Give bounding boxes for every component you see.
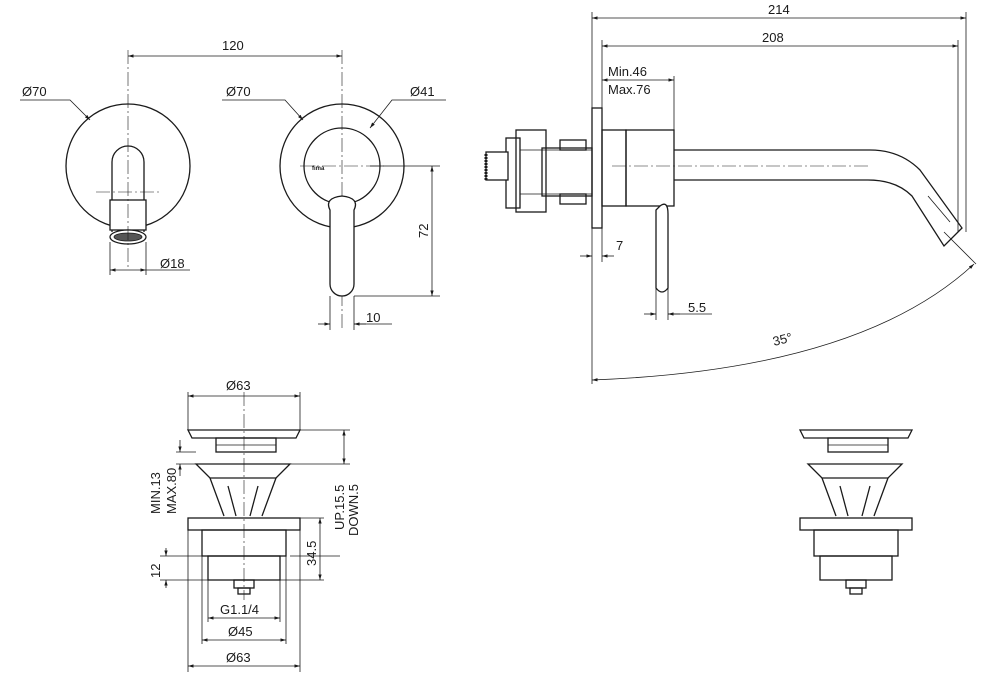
- dim-waste-thread: G1.1/4: [220, 602, 259, 617]
- dim-waste-up: UP.15.5: [332, 485, 347, 530]
- waste-valve-dimensioned: [186, 392, 302, 600]
- mixer-front-view: [222, 99, 446, 330]
- dim-spout-projection: 208: [762, 30, 784, 45]
- spout-front-view: [20, 50, 191, 275]
- waste-valve-plain: [798, 429, 914, 595]
- waste-dimensions: [160, 392, 350, 672]
- dim-waste-max: MAX.80: [164, 468, 179, 514]
- dim-waste-flange-diameter: Ø63: [226, 650, 251, 665]
- dim-wall-adjust-max: Max.76: [608, 82, 651, 97]
- dim-lever-hub-diameter: Ø41: [410, 84, 435, 99]
- side-view-dimensions: [580, 12, 977, 384]
- dim-waste-down: DOWN.5: [346, 484, 361, 536]
- dim-lever-width: 10: [366, 310, 380, 325]
- dim-waste-min: MIN.13: [148, 472, 163, 514]
- dim-waste-body-diameter: Ø45: [228, 624, 253, 639]
- dim-plate-thickness: 7: [616, 238, 623, 253]
- mixer-side-view: [484, 107, 963, 293]
- dim-waste-cap-diameter: Ø63: [226, 378, 251, 393]
- dim-waste-thread-height: 12: [148, 564, 163, 578]
- dim-front-mixer-diameter: Ø70: [226, 84, 251, 99]
- dim-wall-adjust-min: Min.46: [608, 64, 647, 79]
- brand-mark: fima: [312, 166, 325, 172]
- dim-spout-angle: 35°: [771, 330, 794, 349]
- dim-front-spout-diameter: Ø70: [22, 84, 47, 99]
- dim-center-distance: 120: [222, 38, 244, 53]
- dim-total-projection: 214: [768, 2, 790, 17]
- dim-lever-thickness: 5.5: [688, 300, 706, 315]
- dim-waste-body-height: 34.5: [304, 541, 319, 566]
- dim-lever-length: 72: [416, 224, 431, 238]
- dim-spout-outlet-diameter: Ø18: [160, 256, 185, 271]
